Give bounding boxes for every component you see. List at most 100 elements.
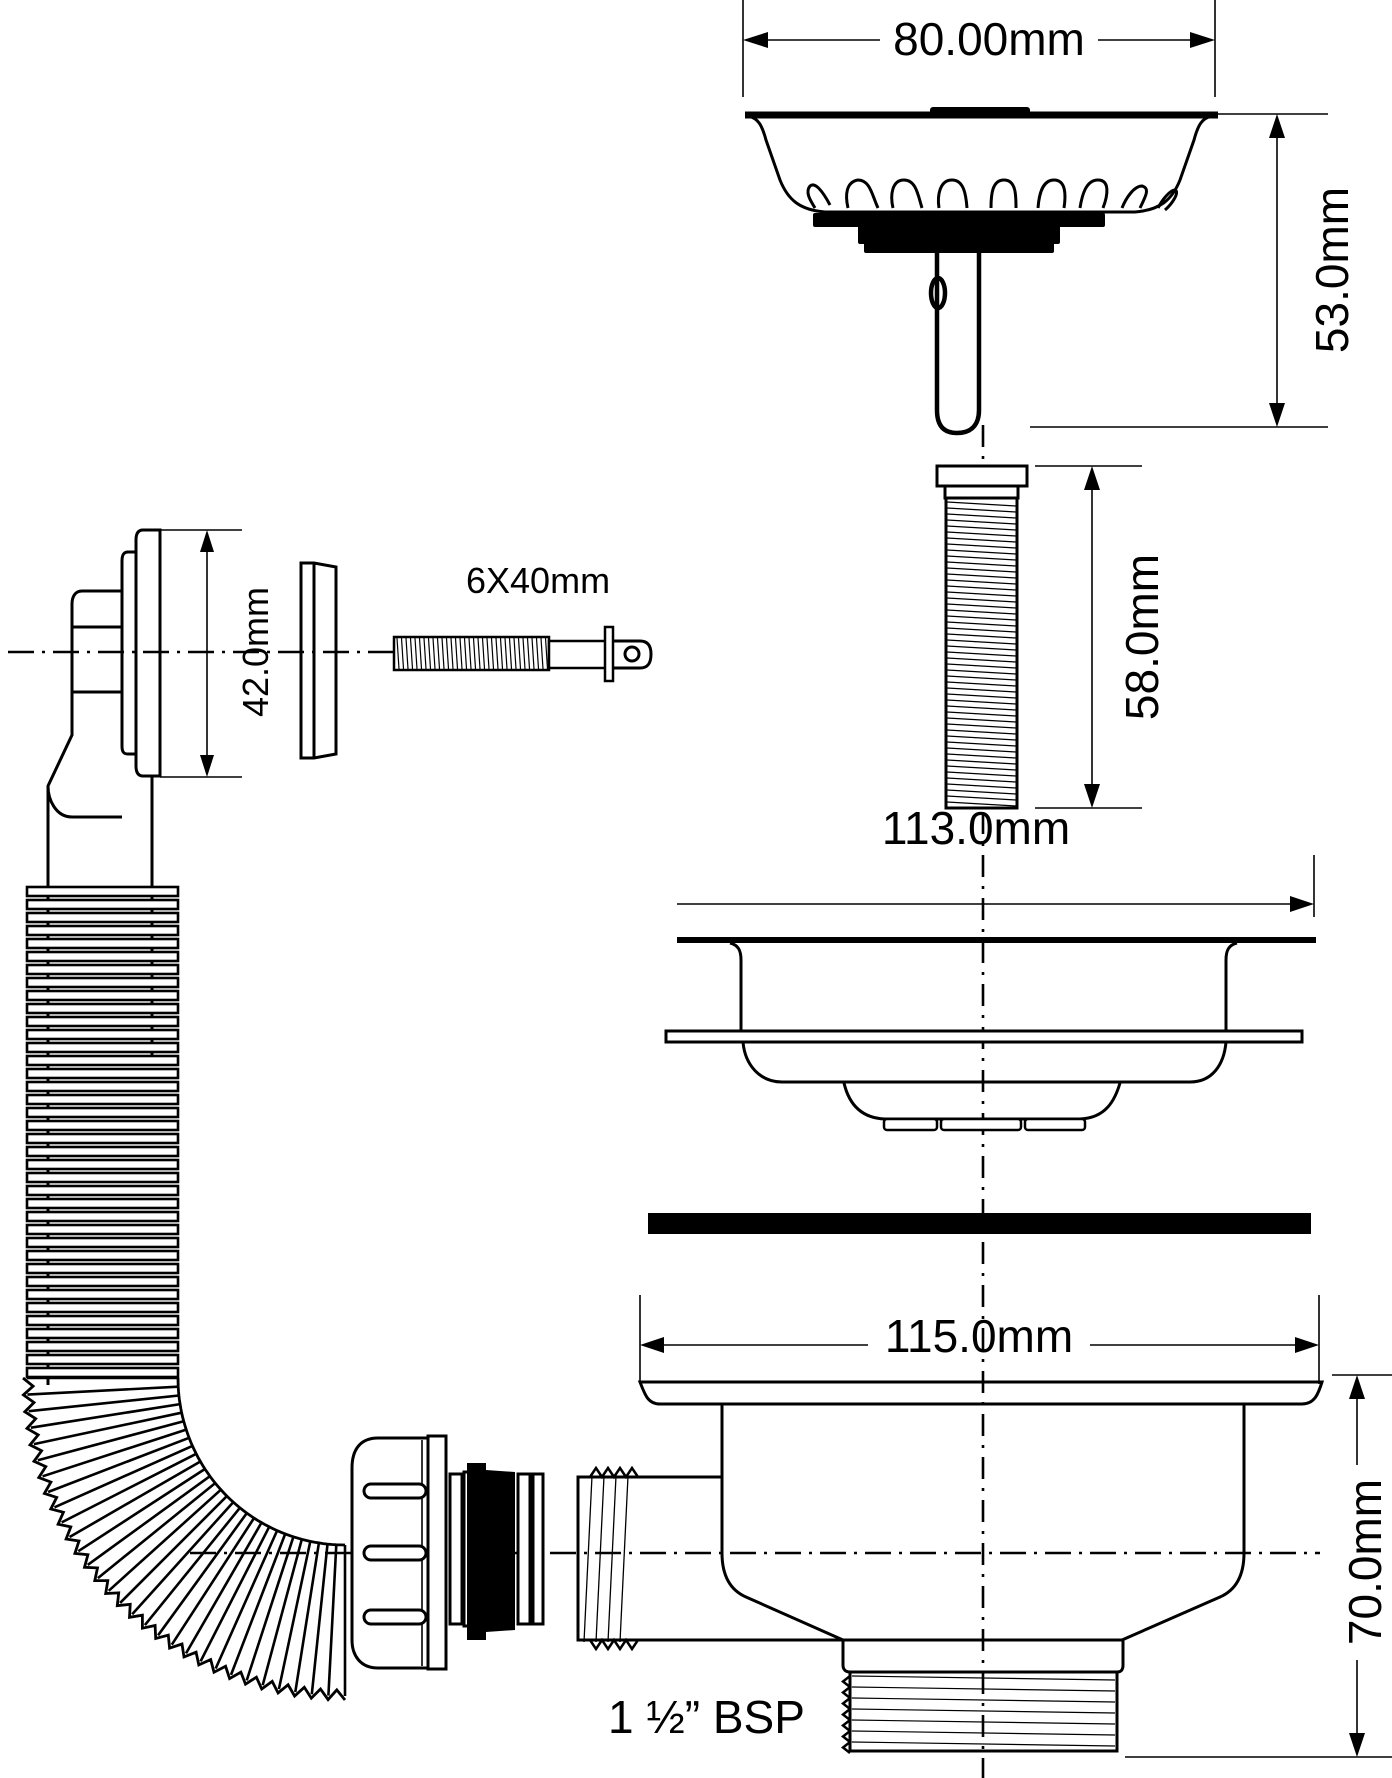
thread-line bbox=[595, 1475, 605, 1643]
thread-line bbox=[946, 639, 1017, 645]
bolt-threads bbox=[946, 501, 1017, 807]
hose-rib bbox=[53, 1444, 193, 1509]
screw-threads bbox=[396, 637, 549, 670]
dim-label-80mm: 80.00mm bbox=[893, 13, 1085, 65]
nut-grip bbox=[362, 1544, 428, 1562]
hose-rib bbox=[25, 989, 180, 1002]
thread-line bbox=[946, 645, 1017, 651]
hose-rib bbox=[37, 1419, 185, 1462]
hose-rib bbox=[25, 1223, 180, 1236]
thread-line bbox=[946, 555, 1017, 561]
arrow-right-icon bbox=[1295, 1337, 1319, 1353]
body-shell bbox=[720, 1405, 1246, 1642]
thread-line bbox=[946, 621, 1017, 627]
thread-line bbox=[946, 771, 1017, 777]
thread-line bbox=[946, 561, 1017, 567]
basket-stem bbox=[934, 253, 982, 436]
thread-line bbox=[946, 717, 1017, 723]
overflow-flange bbox=[134, 528, 162, 778]
hose-rib bbox=[61, 1452, 197, 1524]
hose-rib bbox=[25, 1340, 180, 1353]
hose-rib bbox=[294, 1542, 321, 1693]
arrow-down-icon bbox=[1349, 1733, 1365, 1757]
thread-line bbox=[946, 513, 1017, 519]
hose-rib bbox=[25, 1158, 180, 1171]
thread-line bbox=[946, 765, 1017, 771]
thread-line bbox=[454, 637, 459, 670]
hose-rib bbox=[68, 1460, 202, 1539]
hose-rib bbox=[33, 1411, 182, 1446]
flexible-hose bbox=[21, 885, 347, 1702]
hose-rib bbox=[25, 1275, 180, 1288]
flange-body bbox=[729, 941, 1238, 1035]
thread-line bbox=[946, 609, 1017, 615]
screw-label: 6X40mm bbox=[466, 560, 610, 601]
thread-line bbox=[531, 637, 535, 670]
connecting-bolt: 58.0mm bbox=[935, 464, 1168, 810]
arrow-right-icon bbox=[1290, 896, 1314, 912]
thread-line bbox=[607, 1475, 617, 1643]
thread-line bbox=[946, 663, 1017, 669]
thread-line bbox=[946, 735, 1017, 741]
hose-rib bbox=[25, 1093, 180, 1106]
thread-line bbox=[427, 637, 432, 670]
hose-rib bbox=[25, 1106, 180, 1119]
thread-line bbox=[946, 753, 1017, 759]
hose-rib bbox=[25, 1353, 180, 1366]
thread-line bbox=[418, 637, 423, 670]
hose-rib bbox=[47, 1436, 190, 1494]
dim-label-42mm: 42.0mm bbox=[235, 587, 276, 717]
thread-line bbox=[946, 747, 1017, 753]
thread-crest bbox=[588, 1637, 640, 1652]
hose-rib bbox=[25, 1080, 180, 1093]
hose-rib bbox=[261, 1538, 304, 1686]
hose-rib bbox=[25, 1041, 180, 1054]
thread-line bbox=[946, 795, 1017, 801]
screw-collar bbox=[603, 625, 615, 683]
hose-rib bbox=[25, 1028, 180, 1041]
hose-rib bbox=[25, 1366, 180, 1379]
hose-rib bbox=[77, 1467, 206, 1553]
arrow-up-icon bbox=[1349, 1375, 1365, 1399]
hose-rib bbox=[25, 911, 180, 924]
thread-line bbox=[946, 537, 1017, 543]
thread-line bbox=[946, 711, 1017, 717]
thread-line bbox=[946, 585, 1017, 591]
basket-seal-inner bbox=[864, 236, 1054, 253]
thread-line bbox=[468, 637, 472, 670]
bolt-collar bbox=[943, 484, 1020, 500]
hose-rib bbox=[25, 937, 180, 950]
hose-rib bbox=[25, 1249, 180, 1262]
dim-label-115mm: 115.0mm bbox=[885, 1310, 1073, 1362]
thread-line bbox=[513, 637, 517, 670]
hose-rib bbox=[25, 950, 180, 963]
screw-shank bbox=[547, 639, 608, 670]
hose-rib bbox=[25, 1145, 180, 1158]
thread-line bbox=[946, 741, 1017, 747]
waste-body: 115.0mm 1 ½” BSP 70.0mm bbox=[576, 1295, 1392, 1758]
thread-line bbox=[490, 637, 495, 670]
body-neck bbox=[841, 1640, 1125, 1674]
thread-line bbox=[508, 637, 513, 670]
hose-rib bbox=[42, 1428, 187, 1478]
thread-line bbox=[450, 637, 454, 670]
hose-rib bbox=[327, 1544, 338, 1696]
arrow-left-icon bbox=[743, 32, 768, 48]
hose-rib bbox=[131, 1501, 235, 1616]
hose-rib bbox=[25, 1184, 180, 1197]
thread-line bbox=[946, 789, 1017, 795]
screw-eye-hole bbox=[623, 645, 641, 663]
hose-rib bbox=[25, 976, 180, 989]
arrow-left-icon bbox=[640, 1337, 664, 1353]
thread-line bbox=[946, 501, 1017, 507]
hose-rib bbox=[25, 1002, 180, 1015]
arrow-up-icon bbox=[1269, 114, 1285, 138]
overflow-screw: 6X40mm bbox=[392, 560, 653, 683]
foot bbox=[939, 1117, 1023, 1132]
thread-line bbox=[946, 573, 1017, 579]
top-flange: 113.0mm bbox=[664, 802, 1316, 1132]
thread-line bbox=[946, 579, 1017, 585]
hose-rib bbox=[25, 1067, 180, 1080]
arrow-down-icon bbox=[200, 755, 214, 777]
